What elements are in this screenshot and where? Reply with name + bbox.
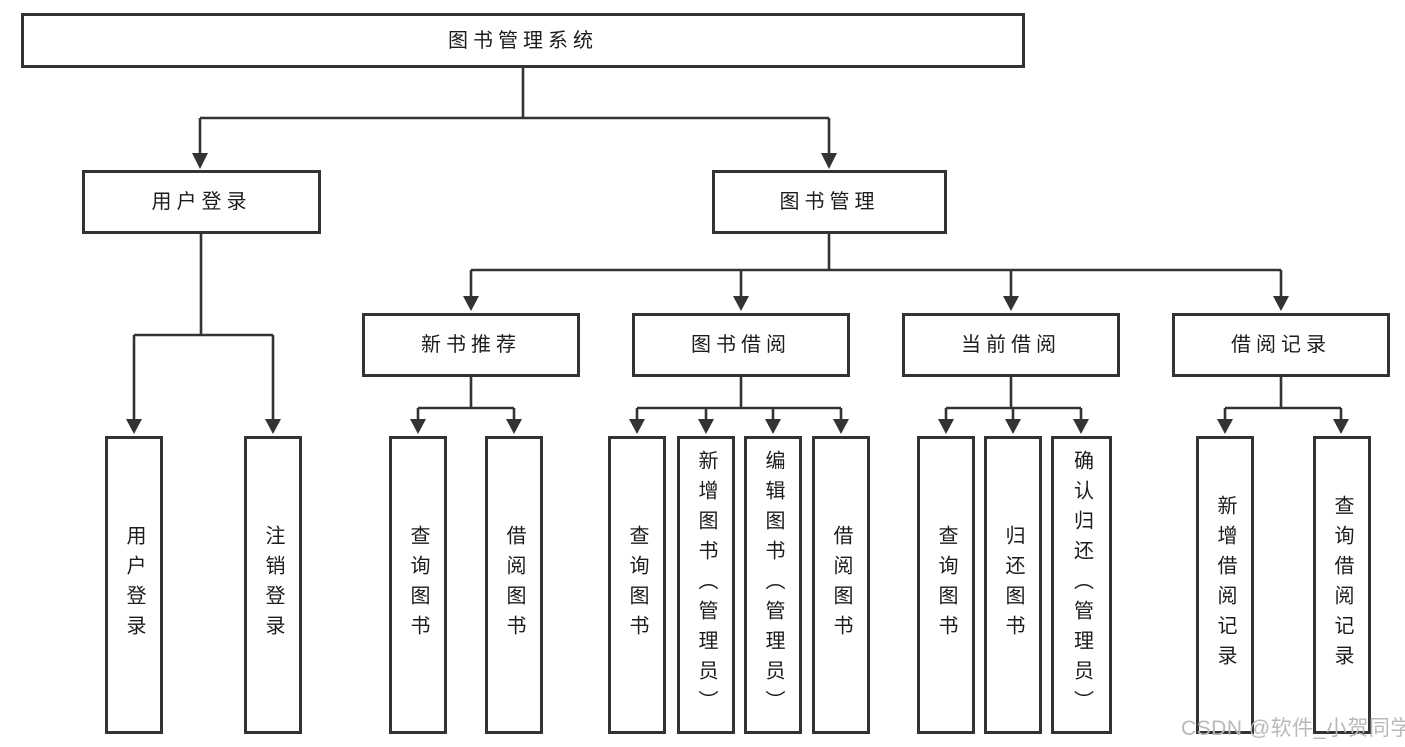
node-current-borrowing: 当前借阅 [902,313,1120,377]
leaf-return-book: 归还图书 [984,436,1042,734]
node-user-login: 用户登录 [82,170,321,234]
node-library-system: 图书管理系统 [21,13,1025,68]
node-borrowing-records-label: 借阅记录 [1231,334,1331,356]
leaf-logout-label: 注销登录 [262,525,284,645]
connector-book-mgmt-to-level3 [463,234,1289,311]
connector-root-to-level2 [192,68,837,169]
leaf-query-books-recommend-label: 查询图书 [407,525,429,645]
leaf-borrow-books-borrowing: 借阅图书 [812,436,870,734]
leaf-add-borrow-record: 新增借阅记录 [1196,436,1254,734]
leaf-query-borrow-record: 查询借阅记录 [1313,436,1371,734]
leaf-query-borrow-record-label: 查询借阅记录 [1331,495,1353,675]
connector-current-borrow-to-leaves [938,377,1089,434]
connector-book-borrow-to-leaves [629,377,849,434]
leaf-return-book-label: 归还图书 [1002,525,1024,645]
leaf-query-books-recommend: 查询图书 [389,436,447,734]
leaf-user-login: 用户登录 [105,436,163,734]
node-book-borrowing-label: 图书借阅 [691,334,791,356]
node-new-book-recommend-label: 新书推荐 [421,334,521,356]
node-book-borrowing: 图书借阅 [632,313,850,377]
leaf-query-books-current: 查询图书 [917,436,975,734]
connector-new-book-to-leaves [410,377,522,434]
csdn-watermark: CSDN @软件_小贺同学 [1181,717,1405,740]
leaf-confirm-return-admin-label: 确认归还（管理员） [1070,450,1093,720]
leaf-borrow-books-recommend-label: 借阅图书 [503,525,525,645]
leaf-query-books-borrowing-label: 查询图书 [626,525,648,645]
leaf-add-book-admin: 新增图书（管理员） [677,436,735,734]
leaf-confirm-return-admin: 确认归还（管理员） [1051,436,1112,734]
node-book-management: 图书管理 [712,170,947,234]
node-new-book-recommend: 新书推荐 [362,313,580,377]
leaf-add-borrow-record-label: 新增借阅记录 [1214,495,1236,675]
leaf-edit-book-admin-label: 编辑图书（管理员） [762,450,784,720]
node-borrowing-records: 借阅记录 [1172,313,1390,377]
leaf-user-login-label: 用户登录 [123,525,145,645]
leaf-query-books-current-label: 查询图书 [935,525,957,645]
leaf-logout: 注销登录 [244,436,302,734]
connector-user-login-to-leaves [126,234,281,434]
leaf-borrow-books-recommend: 借阅图书 [485,436,543,734]
leaf-query-books-borrowing: 查询图书 [608,436,666,734]
node-user-login-label: 用户登录 [151,191,252,213]
connector-borrow-record-to-leaves [1217,377,1349,434]
node-current-borrowing-label: 当前借阅 [961,334,1061,356]
node-book-management-label: 图书管理 [779,191,880,213]
node-library-system-label: 图书管理系统 [448,29,598,52]
leaf-add-book-admin-label: 新增图书（管理员） [695,450,717,720]
leaf-borrow-books-borrowing-label: 借阅图书 [830,525,852,645]
leaf-edit-book-admin: 编辑图书（管理员） [744,436,802,734]
